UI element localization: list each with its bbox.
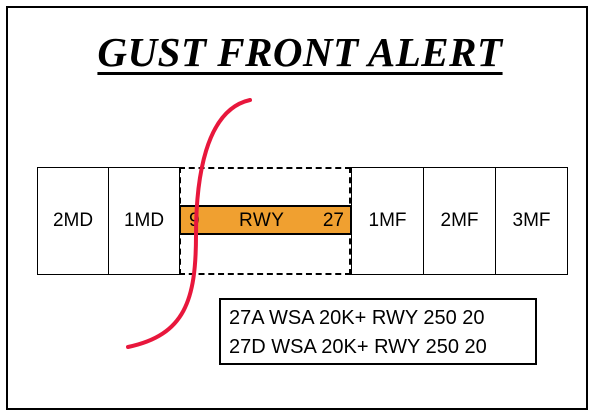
alert-line-departure: 27D WSA 20K+ RWY 250 20 [229,336,487,358]
title-text: GUST FRONT ALERT [97,29,503,75]
runway-right-number: 27 [322,210,344,231]
marker-1md: 1MD [108,167,180,275]
runway-label: RWY [239,210,285,231]
runway-left-number: 9 [189,210,200,231]
display-frame [6,6,588,410]
runway-bar: 9 RWY 27 [179,205,352,235]
marker-2mf: 2MF [423,167,496,275]
marker-2md: 2MD [37,167,109,275]
alert-line-arrival: 27A WSA 20K+ RWY 250 20 [229,307,485,329]
marker-1mf: 1MF [351,167,424,275]
page-title: GUST FRONT ALERT [0,28,600,76]
marker-3mf: 3MF [495,167,568,275]
wind-shear-alert-box: 27A WSA 20K+ RWY 250 20 27D WSA 20K+ RWY… [219,298,537,365]
